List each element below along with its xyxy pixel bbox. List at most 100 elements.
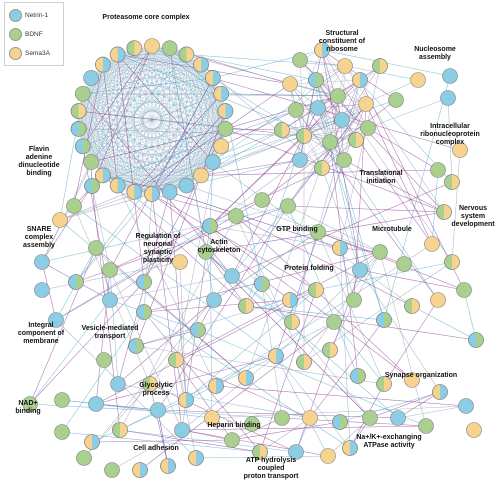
cluster-label-actin: Actin cytoskeleton (197, 239, 241, 254)
network-edge (143, 193, 153, 313)
node-circle (458, 398, 474, 414)
network-node (350, 368, 366, 384)
node-segment (290, 292, 298, 308)
network-node (68, 274, 84, 290)
network-node (213, 85, 229, 102)
network-node (48, 312, 64, 328)
network-edge (134, 48, 222, 147)
node-circle (205, 154, 221, 170)
network-node (296, 128, 312, 144)
node-circle (288, 444, 304, 460)
node-outline (404, 298, 420, 314)
node-circle (452, 142, 468, 158)
network-edge (185, 289, 317, 401)
network-edge (383, 299, 439, 385)
node-segment (120, 422, 128, 438)
network-edge (339, 247, 351, 449)
node-segment (276, 348, 284, 364)
network-edge (397, 405, 467, 419)
node-circle (424, 236, 440, 252)
network-edge (134, 83, 291, 193)
network-node (75, 85, 91, 102)
node-segment (150, 376, 158, 392)
network-edge (91, 185, 111, 271)
network-node (174, 422, 190, 438)
network-node (193, 167, 209, 184)
network-edge (151, 193, 183, 431)
network-edge (209, 135, 305, 227)
network-edge (149, 383, 169, 467)
cluster-label-proteasome: Proteasome core complex (102, 14, 190, 21)
network-node (224, 432, 240, 448)
node-segment (117, 178, 126, 194)
node-outline (70, 103, 87, 119)
node-outline (352, 72, 368, 88)
network-node (109, 177, 126, 194)
network-edge (299, 59, 305, 137)
node-segment (322, 160, 330, 176)
network-edge (299, 103, 367, 161)
network-node (172, 254, 188, 270)
cluster-label-ribonucleo: Intracellular ribonucleoprotein complex (420, 123, 480, 146)
network-node (83, 70, 99, 86)
network-edge (135, 329, 199, 347)
legend-label: Netrin-1 (25, 11, 49, 19)
network-edge (343, 159, 445, 213)
network-edge (119, 429, 261, 453)
network-node (126, 184, 143, 200)
network-edge (82, 93, 202, 176)
network-edge (82, 64, 104, 147)
network-edge (117, 54, 226, 130)
network-edge (117, 54, 222, 94)
node-segment (168, 458, 176, 474)
node-outline (205, 70, 221, 86)
network-edge (134, 47, 187, 55)
network-node (112, 422, 128, 438)
node-circle (292, 52, 308, 68)
network-edge (117, 48, 135, 186)
network-edge (117, 54, 214, 163)
network-node (372, 58, 388, 74)
network-node (168, 352, 184, 368)
network-edge (82, 54, 118, 94)
cluster-label-regulation: Regulation of neuronal synaptic plastici… (135, 233, 181, 264)
network-node (284, 314, 300, 330)
node-segment (152, 186, 160, 202)
network-node (436, 204, 452, 220)
network-node (268, 348, 284, 364)
legend-item-bdnf: BDNF (9, 27, 43, 41)
legend-item-sema3a: Sema3A (9, 46, 50, 60)
node-outline (112, 422, 128, 438)
network-node (336, 152, 352, 168)
network-node (66, 198, 82, 214)
network-edge (157, 409, 169, 467)
network-edge (111, 429, 183, 471)
network-edge (55, 199, 263, 321)
network-edge (315, 79, 385, 321)
node-outline (252, 444, 268, 460)
network-edge (83, 329, 199, 459)
network-edge (91, 399, 187, 443)
node-outline (168, 352, 184, 368)
node-segment (134, 40, 142, 56)
network-edge (91, 109, 297, 187)
network-edge (235, 215, 413, 307)
network-edge (91, 77, 226, 130)
cluster-label-naK: Na+/K+-exchanging ATPase activity (356, 434, 422, 449)
cluster-label-gtp: GTP binding (276, 226, 318, 233)
network-edge (134, 47, 226, 130)
network-edge (82, 93, 187, 186)
network-edge (221, 109, 297, 147)
network-edge (102, 93, 222, 176)
node-segment (246, 298, 254, 314)
network-edge (463, 289, 477, 341)
network-node (75, 138, 91, 155)
node-segment (340, 240, 348, 256)
network-edge (209, 225, 341, 249)
network-edge (343, 103, 367, 161)
cluster-label-heparin: Heparin binding (207, 422, 261, 429)
network-node (372, 244, 388, 260)
node-outline (238, 298, 254, 314)
network-edge (169, 48, 207, 253)
network-edge (261, 99, 397, 201)
